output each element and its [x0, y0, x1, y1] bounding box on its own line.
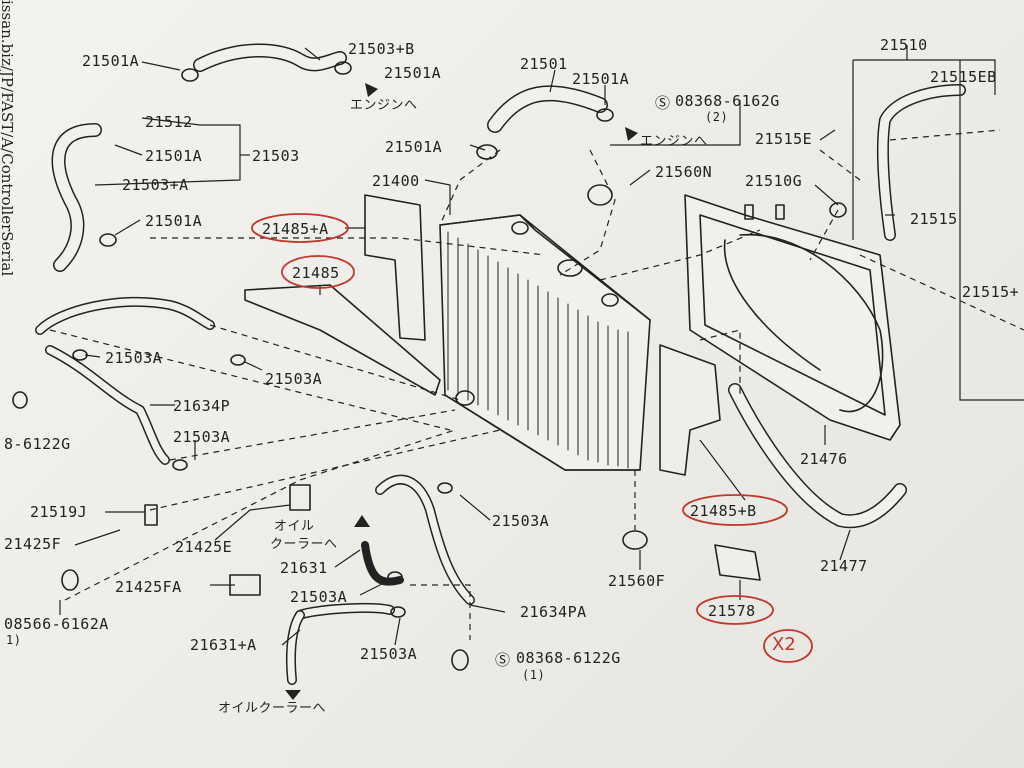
- part-21515eb-label: 21515EB: [930, 68, 997, 86]
- quantity-label: (2): [705, 110, 729, 124]
- part-21503a-label: 21503A: [492, 512, 550, 530]
- fan-shroud-drawing: [684, 194, 901, 441]
- part-21425fa-label: 21425FA: [115, 578, 182, 596]
- oil-cooler-direction-label: クーラーへ: [270, 537, 338, 552]
- side-url-text: issan.biz/JP/FAST/A/ControllerSerial: [0, 0, 16, 277]
- part-21400-label: 21400: [372, 172, 420, 190]
- engine-direction-label: エンジンへ: [350, 98, 418, 113]
- part-21515-label: 21515: [910, 210, 958, 228]
- part-21515-plus-label: 21515+: [962, 283, 1020, 301]
- part-21501a-label: 21501A: [384, 64, 442, 82]
- part-21512-label: 21512: [145, 113, 193, 131]
- part-21485b-label: 21485+B: [690, 502, 757, 520]
- part-21485a-label: 21485+A: [262, 220, 329, 238]
- oil-cooler-direction-label: オイル: [274, 519, 315, 534]
- quantity-label: 1): [6, 633, 22, 647]
- part-21501a-label: 21501A: [572, 70, 630, 88]
- part-21631-label: 21631: [280, 559, 328, 577]
- part-21477-label: 21477: [820, 557, 868, 575]
- part-21503a-plus-label: 21503+A: [122, 176, 189, 194]
- quantity-label: (1): [522, 668, 546, 682]
- part-21503a-label: 21503A: [290, 588, 348, 606]
- part-21425e-label: 21425E: [175, 538, 233, 556]
- bolt-08566-6162a-label: 08566-6162A: [4, 615, 109, 633]
- part-21631a-label: 21631+A: [190, 636, 257, 654]
- oil-cooler-direction-label: オイルクーラーへ: [218, 701, 327, 716]
- part-21501a-label: 21501A: [145, 212, 203, 230]
- radiator-drawing: [439, 214, 651, 471]
- bolt-08368-6162g-label: 08368-6162G: [675, 92, 780, 110]
- air-guide-21485: [244, 284, 441, 396]
- part-21501a-label: 21501A: [82, 52, 140, 70]
- s-marker-icon: Ⓢ: [655, 94, 671, 112]
- part-21425f-label: 21425F: [4, 535, 62, 553]
- part-21519j-label: 21519J: [30, 503, 88, 521]
- bolt-08368-6122g-label: 08368-6122G: [516, 649, 621, 667]
- part-21503a-label: 21503A: [173, 428, 231, 446]
- part-21476-label: 21476: [800, 450, 848, 468]
- part-21503a-label: 21503A: [105, 349, 163, 367]
- part-21503a-label: 21503A: [360, 645, 418, 663]
- part-21485-label: 21485: [292, 264, 340, 282]
- handwritten-quantity-note: X2: [772, 634, 796, 655]
- bolt-8-6122g-label: 8-6122G: [4, 435, 71, 453]
- part-21501a-label: 21501A: [145, 147, 203, 165]
- part-21503b-label: 21503+B: [348, 40, 415, 58]
- part-21503a-label: 21503A: [265, 370, 323, 388]
- engine-direction-label: エンジンへ: [640, 134, 708, 149]
- part-21510-label: 21510: [880, 36, 928, 54]
- air-guide-21485b: [659, 344, 721, 476]
- part-21501a-label: 21501A: [385, 138, 443, 156]
- part-21501-label: 21501: [520, 55, 568, 73]
- part-21578-label: 21578: [708, 602, 756, 620]
- part-21503-label: 21503: [252, 147, 300, 165]
- part-21515e-label: 21515E: [755, 130, 813, 148]
- part-21634p-label: 21634P: [173, 397, 231, 415]
- air-guide-21485a: [364, 194, 426, 341]
- part-21560f-label: 21560F: [608, 572, 666, 590]
- part-21634pa-label: 21634PA: [520, 603, 587, 621]
- part-21560n-label: 21560N: [655, 163, 713, 181]
- s-marker-icon: Ⓢ: [495, 651, 511, 669]
- part-21510g-label: 21510G: [745, 172, 803, 190]
